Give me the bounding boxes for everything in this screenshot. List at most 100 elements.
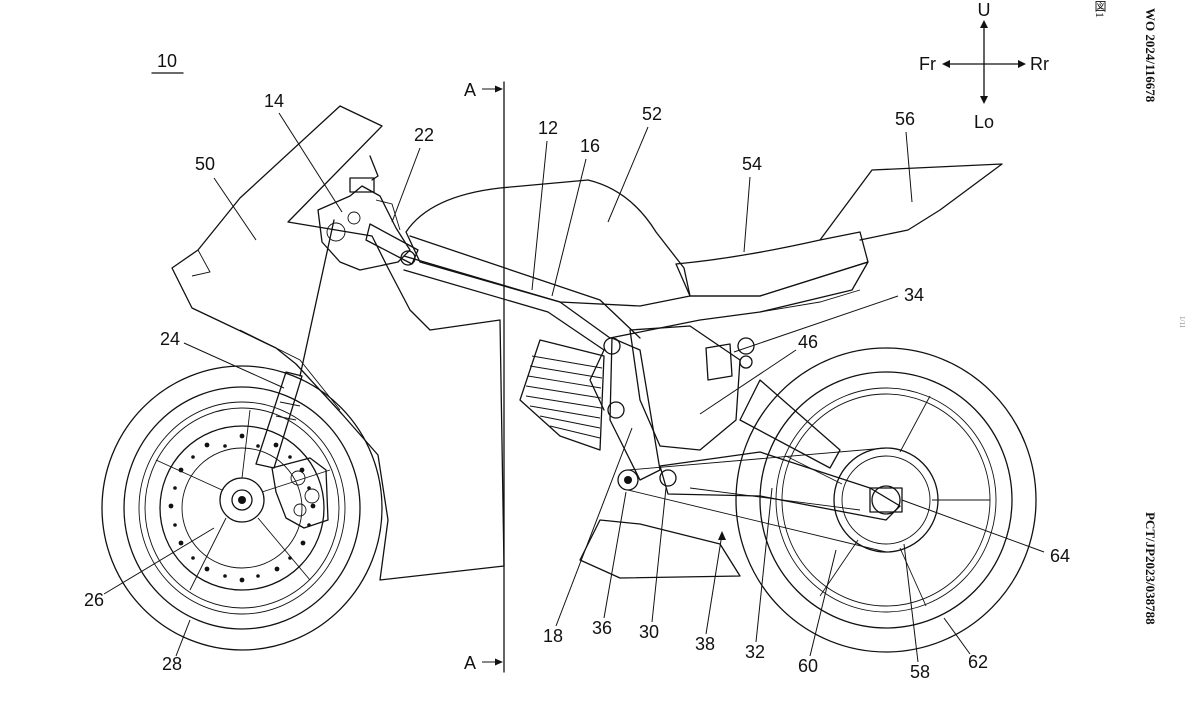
leader-22 xyxy=(391,147,421,223)
ref-label-12: 12 xyxy=(538,118,558,138)
front-rim-outer xyxy=(138,401,346,615)
front-brake-caliper xyxy=(271,457,329,529)
section-arrowhead-bottom-icon xyxy=(495,658,503,666)
front-wheel xyxy=(101,365,383,651)
ref-label-16: 16 xyxy=(580,136,600,156)
leader-30 xyxy=(651,487,667,623)
ref-label-60: 52 xyxy=(642,104,662,124)
swingarm-pivot xyxy=(659,469,677,487)
leader-50-arrow-icon xyxy=(718,531,726,540)
leader-56 xyxy=(809,549,837,657)
ref-label-54: 58 xyxy=(910,662,930,682)
seat xyxy=(675,231,869,297)
fork-tube xyxy=(255,371,303,469)
seat-and-tail xyxy=(609,163,1003,339)
leader-16 xyxy=(551,158,587,297)
ref-label-52: 36 xyxy=(592,618,612,638)
rear-spokes xyxy=(785,395,990,607)
tail-cowl xyxy=(819,163,1003,241)
leader-64 xyxy=(905,131,913,203)
leader-36 xyxy=(901,499,1045,553)
leader-54 xyxy=(903,543,919,663)
ref-label-18: 18 xyxy=(543,626,563,646)
section-label-top: A xyxy=(464,80,476,100)
ref-label-26: 26 xyxy=(84,590,104,610)
fairing-outline xyxy=(171,105,505,581)
arrow-down-icon xyxy=(980,96,988,104)
fork-upper xyxy=(299,219,335,377)
ref-label-62: 54 xyxy=(742,154,762,174)
ref-label-14: 14 xyxy=(264,91,284,111)
main-frame xyxy=(403,235,661,481)
radiator xyxy=(519,339,605,451)
fuel-tank xyxy=(405,179,691,307)
arrow-front-icon xyxy=(942,60,950,68)
ref-label-28: 28 xyxy=(162,654,182,674)
publication-number: WO 2024/116678 xyxy=(1143,8,1158,103)
rear-tire-inner xyxy=(759,371,1013,629)
ref-label-34: 34 xyxy=(904,285,924,305)
swing-arm xyxy=(659,379,901,521)
figure-id: 図1 xyxy=(1093,0,1107,18)
leader-34 xyxy=(733,295,899,353)
ref-label-36: 64 xyxy=(1050,546,1070,566)
front-tire-outer xyxy=(101,365,383,651)
dir-up-label: U xyxy=(978,0,991,20)
assembly-ref-label: 10 xyxy=(157,51,177,71)
front-spokes xyxy=(155,409,331,591)
dir-rear-label: Rr xyxy=(1030,54,1049,74)
ref-label-22: 22 xyxy=(414,125,434,145)
orientation-indicator: U Lo Fr Rr xyxy=(919,0,1049,132)
rear-sprocket xyxy=(833,447,939,553)
ref-label-56: 60 xyxy=(798,656,818,676)
leader-50 xyxy=(705,533,723,635)
rear-wheel xyxy=(735,347,1037,653)
ref-label-32: 32 xyxy=(745,642,765,662)
ref-label-38: 62 xyxy=(968,652,988,672)
leader-32 xyxy=(755,487,773,643)
rear-axle xyxy=(871,485,901,515)
steering-controls xyxy=(317,155,419,271)
dir-front-label: Fr xyxy=(919,54,936,74)
front-fork xyxy=(255,219,335,469)
ref-label-58: 50 xyxy=(195,154,215,174)
drive-sprocket-center xyxy=(624,476,632,484)
page-mark: 1/11 xyxy=(1178,316,1186,329)
leader-26 xyxy=(103,527,215,595)
rear-rim-outer xyxy=(775,387,997,613)
assembly-reference: 10 xyxy=(151,51,184,74)
leader-62 xyxy=(743,176,751,253)
leader-46 xyxy=(699,349,797,415)
ref-label-64: 56 xyxy=(895,109,915,129)
drive-chain xyxy=(627,447,887,553)
front-tire-inner xyxy=(123,386,361,630)
front-fairing xyxy=(171,105,505,581)
frame-pivot-plate xyxy=(609,337,661,481)
front-disc-inner xyxy=(181,447,303,569)
leader-52 xyxy=(603,491,627,619)
leader-24 xyxy=(183,342,285,389)
shock-mount-upper xyxy=(737,337,755,355)
reference-labels: 14 22 50 12 16 52 54 56 34 46 24 26 xyxy=(84,91,1070,682)
ref-label-24: 24 xyxy=(160,329,180,349)
leader-58 xyxy=(213,177,257,241)
dir-down-label: Lo xyxy=(974,112,994,132)
front-brake-disc xyxy=(159,425,325,591)
ref-label-46: 46 xyxy=(798,332,818,352)
arrow-rear-icon xyxy=(1018,60,1026,68)
leader-60 xyxy=(607,126,649,223)
rear-sprocket-inner xyxy=(841,455,931,545)
front-axle xyxy=(231,489,253,511)
ref-label-30: 30 xyxy=(639,622,659,642)
arrow-up-icon xyxy=(980,20,988,28)
leader-14 xyxy=(278,112,343,213)
front-disc-holes xyxy=(168,433,316,583)
rear-tire-outer xyxy=(735,347,1037,653)
section-arrowhead-top-icon xyxy=(495,85,503,93)
leader-12 xyxy=(531,140,548,291)
front-rim-inner xyxy=(144,407,340,609)
section-line: A A xyxy=(464,80,505,673)
leader-38 xyxy=(943,617,971,655)
